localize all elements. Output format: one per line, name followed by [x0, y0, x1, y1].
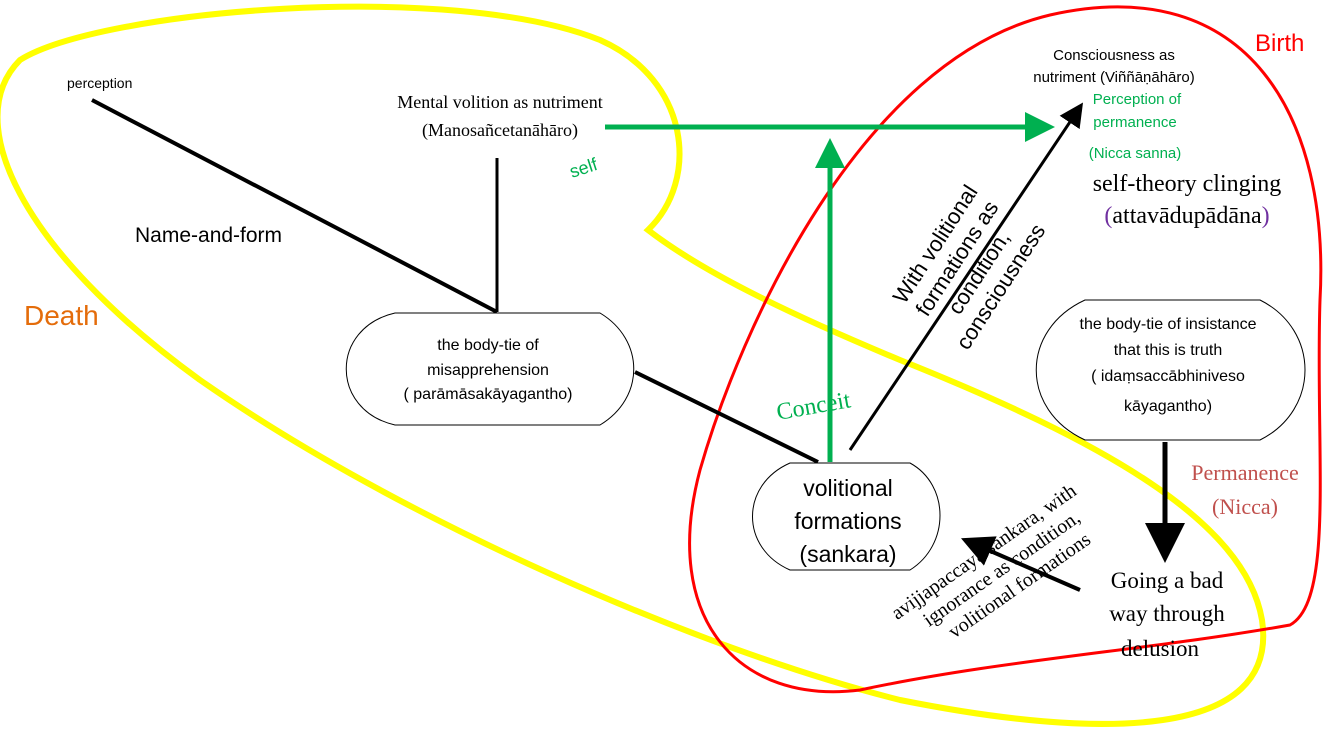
perception-label: perception — [67, 75, 132, 91]
node-insistance-shape — [1035, 299, 1306, 441]
name-and-form-label: Name-and-form — [135, 224, 282, 247]
label-line: delusion — [1121, 636, 1199, 661]
node-text: kāyagantho) — [1124, 398, 1212, 415]
node-insistance: the body-tie of insistance that this is … — [1080, 316, 1257, 415]
node-volitional-shape — [752, 462, 941, 571]
label-line: way through — [1109, 601, 1225, 626]
self-theory-label: self-theory clinging (attavādupādāna) — [1093, 171, 1282, 229]
label-line: Mental volition as nutriment — [397, 92, 602, 112]
label-line: (Nicca sanna) — [1089, 145, 1182, 162]
death-label: Death — [24, 300, 99, 331]
consciousness-arrow — [848, 102, 1084, 451]
node-volitional: volitional formations (sankara) — [794, 475, 901, 567]
label-line: Going a bad — [1111, 568, 1224, 593]
with-volitional-label: With volitional formations as condition,… — [888, 180, 1051, 354]
birth-loop — [688, 5, 1323, 694]
paren: ) — [1262, 203, 1270, 229]
birth-label: Birth — [1255, 30, 1304, 57]
label-line: (Nicca) — [1212, 494, 1278, 519]
label-line: Perception of — [1093, 91, 1182, 108]
paren: ( — [1104, 203, 1112, 229]
term: attavādupādāna — [1112, 203, 1262, 229]
conceit-label: Conceit — [775, 387, 853, 426]
node-text: volitional — [803, 475, 893, 501]
going-bad-way-label: Going a bad way through delusion — [1109, 568, 1225, 661]
node-text: (sankara) — [799, 541, 896, 567]
label-line: nutriment (Viññāṇāhāro) — [1033, 69, 1194, 86]
label-line: permanence — [1093, 114, 1176, 131]
mental-volition-label: Mental volition as nutriment (Manosañcet… — [397, 92, 602, 141]
perception-line — [91, 98, 498, 314]
node-misapprehension: the body-tie of misapprehension ( parāmā… — [404, 337, 573, 403]
node-text: ( idaṃsaccābhiniveso — [1091, 368, 1245, 385]
node-text: that this is truth — [1114, 342, 1223, 359]
node-text: misapprehension — [427, 362, 549, 379]
label-line: (Manosañcetanāhāro) — [422, 120, 578, 141]
perception-permanence-label: Perception of permanence (Nicca sanna) — [1089, 91, 1182, 162]
death-loop — [0, 3, 1267, 727]
node-text: the body-tie of — [437, 337, 539, 354]
label-line: Consciousness as — [1053, 47, 1175, 64]
node-text: formations — [794, 508, 901, 534]
node-misapprehension-shape — [345, 312, 635, 426]
avijja-arrow — [960, 536, 1081, 592]
label-line: (attavādupādāna) — [1104, 203, 1269, 229]
node-text: ( parāmāsakāyagantho) — [404, 386, 573, 403]
misapprehension-to-formations-line — [634, 370, 819, 464]
label-line: self-theory clinging — [1093, 171, 1282, 197]
label-line: Permanence — [1191, 460, 1299, 485]
self-label: self — [567, 154, 601, 182]
consciousness-nutriment-label: Consciousness as nutriment (Viññāṇāhāro) — [1033, 47, 1194, 86]
permanence-label: Permanence (Nicca) — [1191, 460, 1299, 519]
node-text: the body-tie of insistance — [1080, 316, 1257, 333]
